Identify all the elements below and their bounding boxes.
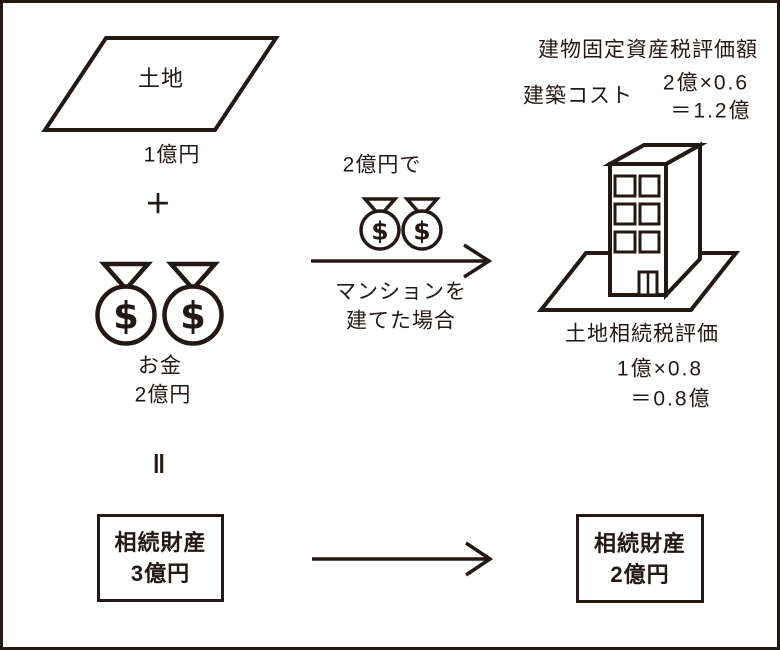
building-icon	[602, 141, 708, 301]
inheritance-after-box: 相続財産 2億円	[576, 514, 704, 603]
building-assessment-title: 建物固定資産税評価額	[538, 38, 758, 62]
dollar-icon: $	[413, 216, 431, 246]
building-calc-line1: 2億×0.6	[662, 71, 750, 95]
conversion-action-line2: 建てた場合	[346, 309, 456, 333]
building-window	[638, 202, 661, 226]
inheritance-after-line1: 相続財産	[593, 530, 686, 556]
building-window	[638, 230, 661, 254]
dollar-icon: $	[113, 294, 139, 338]
land-value: 1億円	[143, 143, 201, 167]
equals-sign: ‖	[152, 449, 166, 479]
building-window	[613, 174, 637, 198]
building-cost-label: 建築コスト	[523, 84, 633, 108]
conversion-amount-label: 2億円で	[342, 153, 422, 177]
building-window	[613, 202, 637, 226]
conversion-arrow-icon	[311, 243, 493, 279]
building-window	[638, 174, 661, 198]
inheritance-before-line1: 相続財産	[114, 530, 207, 555]
conversion-action-line1: マンションを	[335, 280, 467, 304]
building-door	[637, 270, 659, 297]
money-label: お金	[138, 354, 182, 378]
inheritance-after-line2: 2億円	[610, 561, 670, 587]
inheritance-before-box: 相続財産 3億円	[97, 514, 224, 602]
building-window	[613, 230, 637, 254]
dollar-icon: $	[371, 216, 389, 246]
land-assessment-title: 土地相続税評価	[565, 322, 719, 346]
inheritance-before-line2: 3億円	[130, 561, 191, 586]
plus-sign: ＋	[144, 189, 172, 219]
land-calc-line1: 1億×0.8	[616, 357, 704, 381]
result-arrow-icon	[312, 541, 494, 577]
land-calc-line2: ＝0.8億	[630, 387, 712, 411]
building-land-parallelogram-icon	[536, 251, 741, 312]
land-label: 土地	[137, 66, 185, 91]
building-calc-line2: ＝1.2億	[670, 99, 752, 123]
money-value: 2億円	[134, 383, 192, 407]
dollar-icon: $	[180, 294, 206, 338]
